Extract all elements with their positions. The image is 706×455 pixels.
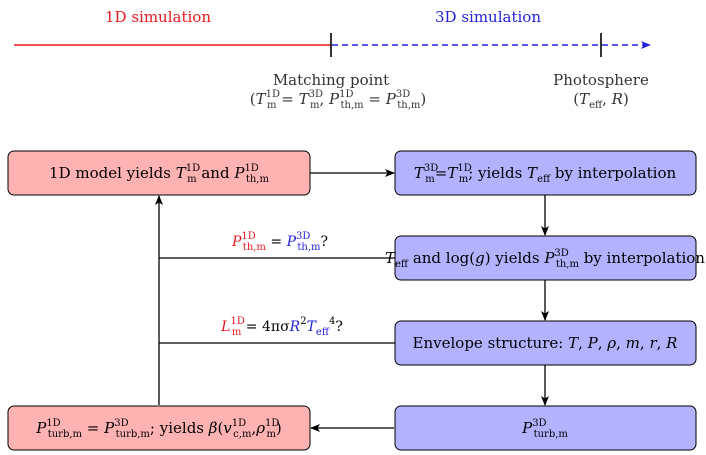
sim-3d-label: 3D simulation: [435, 8, 541, 26]
sim-1d-label: 1D simulation: [105, 8, 211, 26]
box-turbulent-pressure-3d: [394, 405, 697, 451]
matching-point-title: Matching point: [273, 71, 389, 89]
photosphere-title: Photosphere: [553, 71, 649, 89]
box-envelope-structure-text: Envelope structure: T, P, ρ, m, r, R: [413, 334, 678, 352]
photosphere-condition: (Teff, R): [573, 90, 629, 111]
